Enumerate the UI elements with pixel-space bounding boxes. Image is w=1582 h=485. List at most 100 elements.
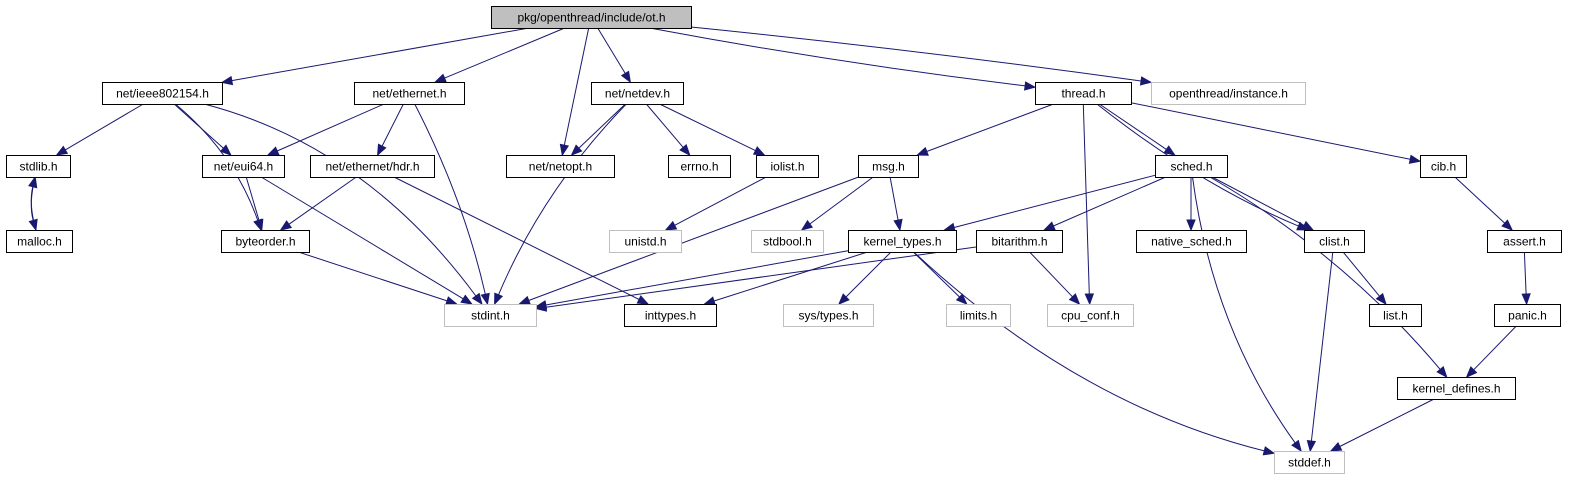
- node-label: assert.h: [1503, 235, 1546, 249]
- node-label: pkg/openthread/include/ot.h: [517, 11, 665, 25]
- edge-ot-to-ieee802154: [231, 27, 529, 82]
- node-label: stdint.h: [471, 309, 510, 323]
- node-box: [1136, 230, 1247, 253]
- arrowhead-eui64-to-stdint: [460, 294, 473, 305]
- edge-eui64-to-stdint: [260, 176, 464, 300]
- node-assert[interactable]: assert.h: [1487, 230, 1562, 253]
- node-label: unistd.h: [624, 235, 666, 249]
- arrowhead-ot-to-netdev: [620, 70, 631, 84]
- node-panic[interactable]: panic.h: [1494, 304, 1561, 327]
- node-label: kernel_types.h: [863, 235, 941, 249]
- node-cib[interactable]: cib.h: [1420, 155, 1467, 178]
- arrowhead-thread-to-msg: [916, 146, 929, 156]
- node-sched[interactable]: sched.h: [1155, 155, 1228, 178]
- node-errno[interactable]: errno.h: [668, 155, 731, 178]
- node-box: [1047, 304, 1134, 327]
- node-label: inttypes.h: [645, 309, 696, 323]
- arrowhead-ot-to-ethernet: [434, 73, 447, 83]
- arrowhead-iolist-to-unistd: [664, 220, 678, 231]
- node-label: cib.h: [1431, 160, 1456, 174]
- edge-msg-to-kernel_types: [889, 176, 899, 221]
- arrowhead-clist-to-list: [1375, 292, 1387, 306]
- arrowhead-ot-to-thread: [1024, 81, 1037, 91]
- node-box: [6, 230, 73, 253]
- arrowhead-ot-to-instance: [1139, 76, 1153, 86]
- arrowhead-kernel_types-to-stddef: [1262, 446, 1276, 456]
- node-label: sched.h: [1170, 160, 1212, 174]
- arrowhead-ethernet-to-stdint: [480, 292, 490, 306]
- node-box: [491, 6, 692, 29]
- arrowhead-sched-to-stddef: [1291, 439, 1302, 453]
- edge-cib-to-assert: [1454, 176, 1506, 224]
- node-kernel-types[interactable]: kernel_types.h: [848, 230, 957, 253]
- edge-netdev-to-stdint: [498, 103, 627, 295]
- arrowhead-ethernet-to-eui64: [266, 146, 280, 156]
- node-eui64[interactable]: net/eui64.h: [202, 155, 285, 178]
- node-malloc[interactable]: malloc.h: [6, 230, 73, 253]
- node-clist[interactable]: clist.h: [1304, 230, 1365, 253]
- arrowhead-sched-to-native_sched: [1186, 219, 1196, 232]
- node-kernel-defines[interactable]: kernel_defines.h: [1397, 377, 1516, 400]
- node-byteorder[interactable]: byteorder.h: [221, 230, 310, 253]
- node-instance: openthread/instance.h: [1151, 82, 1306, 105]
- node-box: [354, 82, 465, 105]
- node-limits: limits.h: [946, 304, 1011, 327]
- arrowhead-netdev-to-netopt: [570, 144, 583, 156]
- arrowhead-thread-to-cib: [1408, 154, 1422, 164]
- node-label: msg.h: [872, 160, 905, 174]
- node-box: [624, 304, 717, 327]
- node-box: [506, 155, 615, 178]
- node-ethhdr[interactable]: net/ethernet/hdr.h: [310, 155, 435, 178]
- edge-sched-to-bitarithm: [1053, 176, 1166, 227]
- node-netopt[interactable]: net/netopt.h: [506, 155, 615, 178]
- arrowhead-kernel_types-to-inttypes: [703, 296, 716, 306]
- node-label: kernel_defines.h: [1412, 382, 1500, 396]
- node-label: list.h: [1383, 309, 1408, 323]
- node-label: net/netdev.h: [605, 87, 670, 101]
- arrowhead-ethernet-to-ethhdr: [376, 143, 387, 157]
- node-ethernet[interactable]: net/ethernet.h: [354, 82, 465, 105]
- edge-thread-to-msg: [926, 103, 1054, 152]
- edge-netdev-to-netopt: [578, 103, 626, 149]
- node-box: [1151, 82, 1306, 105]
- node-box: [310, 155, 435, 178]
- arrowhead-kernel_defines-to-stddef: [1329, 442, 1343, 452]
- node-label: thread.h: [1061, 87, 1105, 101]
- node-label: errno.h: [680, 160, 718, 174]
- arrowhead-sched-to-clist: [1301, 220, 1315, 231]
- edge-kernel_types-to-inttypes: [713, 251, 868, 302]
- node-native-sched[interactable]: native_sched.h: [1136, 230, 1247, 253]
- node-msg[interactable]: msg.h: [858, 155, 919, 178]
- node-box: [976, 230, 1063, 253]
- node-thread[interactable]: thread.h: [1035, 82, 1132, 105]
- node-label: iolist.h: [770, 160, 804, 174]
- arrowhead-assert-to-panic: [1521, 293, 1531, 306]
- edge-assert-to-panic: [1523, 251, 1527, 295]
- node-bitarithm[interactable]: bitarithm.h: [976, 230, 1063, 253]
- node-netdev[interactable]: net/netdev.h: [591, 82, 684, 105]
- edge-kernel_types-to-limits: [912, 251, 960, 298]
- node-inttypes[interactable]: inttypes.h: [624, 304, 717, 327]
- node-label: limits.h: [960, 309, 997, 323]
- edge-clist-to-list: [1342, 251, 1380, 297]
- node-ot[interactable]: pkg/openthread/include/ot.h: [491, 6, 692, 29]
- arrowhead-ethhdr-to-byteorder: [279, 220, 293, 231]
- node-label: net/ethernet/hdr.h: [325, 160, 419, 174]
- edge-netdev-to-iolist: [659, 103, 756, 152]
- node-label: sys/types.h: [798, 309, 858, 323]
- arrowhead-ethhdr-to-inttypes: [636, 295, 650, 305]
- arrowhead-byteorder-to-stdint: [445, 296, 458, 306]
- edge-ot-to-thread: [649, 27, 1026, 87]
- arrowhead-thread-to-sched: [1163, 145, 1176, 156]
- node-box: [1274, 451, 1345, 474]
- node-iolist[interactable]: iolist.h: [756, 155, 819, 178]
- node-label: stdbool.h: [763, 235, 812, 249]
- node-ieee802154[interactable]: net/ieee802154.h: [102, 82, 223, 105]
- node-list[interactable]: list.h: [1369, 304, 1422, 327]
- edge-panic-to-kernel_defines: [1473, 325, 1517, 371]
- arrowhead-netdev-to-errno: [679, 143, 691, 157]
- node-stdlib[interactable]: stdlib.h: [6, 155, 71, 178]
- arrowhead-bitarithm-to-cpu_conf: [1068, 293, 1081, 305]
- arrowhead-bitarithm-to-stdint: [534, 302, 548, 312]
- node-box: [848, 230, 957, 253]
